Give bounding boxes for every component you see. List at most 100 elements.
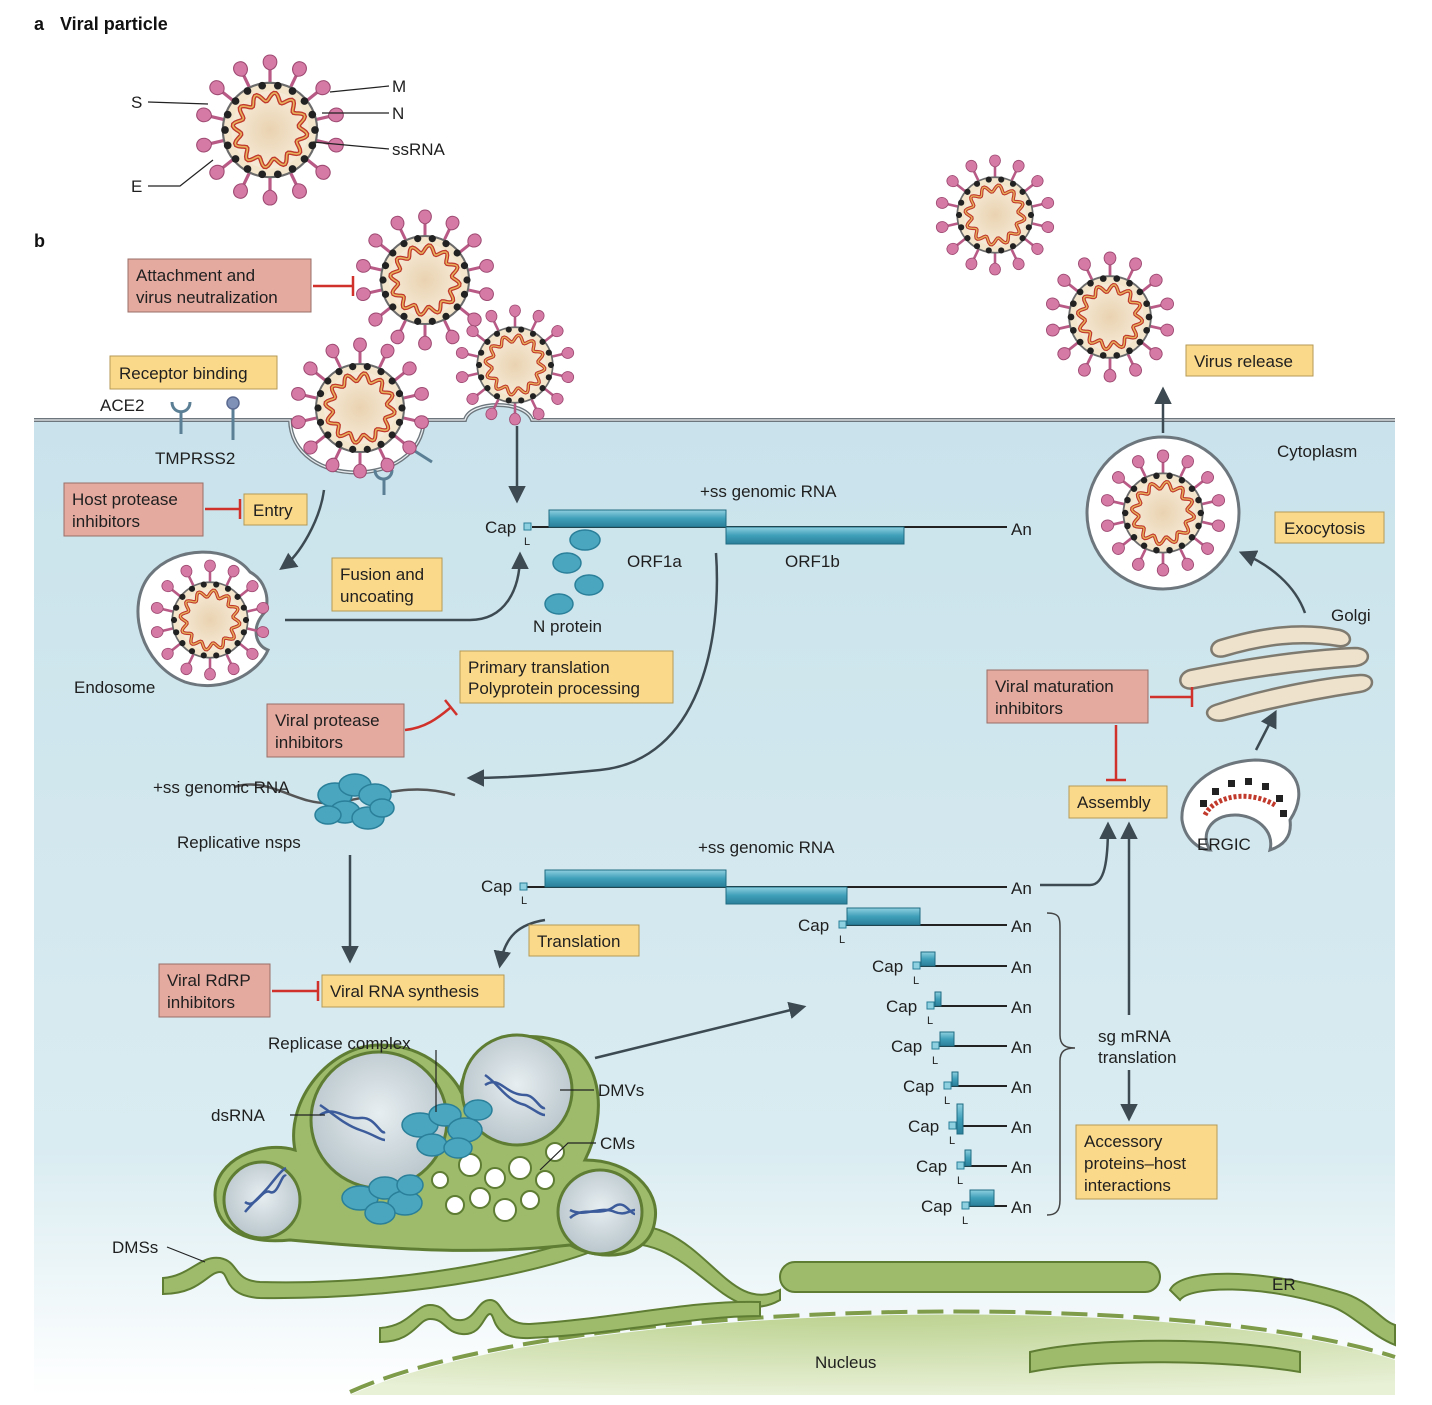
sg-mrna-l-label: L [913, 975, 919, 987]
sg-mrna-leader [838, 920, 847, 929]
label-orf1a: ORF1a [627, 552, 682, 571]
exocytosis-text: Exocytosis [1284, 519, 1365, 538]
nucleus [350, 1314, 1395, 1395]
sg-mrna-leader [931, 1041, 940, 1050]
sg-mrna-l-label: L [962, 1215, 968, 1227]
sg-mrna-l-label: L [944, 1095, 950, 1107]
accessory-line2: proteins–host [1084, 1154, 1186, 1173]
entry-text: Entry [253, 501, 293, 520]
sg-mrna-l-label: L [932, 1055, 938, 1067]
sg-mrna-orf [934, 991, 942, 1007]
label-ssrna: ssRNA [392, 140, 446, 159]
sg-mrna-bracket [1046, 912, 1076, 1216]
sg-mrna-an-label: An [1011, 1198, 1032, 1217]
label-replicative-nsps: Replicative nsps [177, 833, 301, 852]
label-s: S [131, 93, 142, 112]
step-box-primary-translation: Primary translation Polyprotein processi… [459, 650, 674, 704]
dmv-leader-lines [166, 1050, 596, 1263]
sg-mrna-cap-label: Cap [891, 1037, 922, 1056]
viral-protease-line2: inhibitors [275, 733, 343, 752]
label-replicase-complex: Replicase complex [268, 1034, 411, 1053]
maturation-line2: inhibitors [995, 699, 1063, 718]
label-n: N [392, 104, 404, 123]
label-e: E [131, 177, 142, 196]
panel-a-leader-lines [147, 85, 390, 187]
label-endosome: Endosome [74, 678, 155, 697]
ergic [1180, 758, 1301, 853]
assembly-text: Assembly [1077, 793, 1151, 812]
step-box-viral-rna-synthesis: Viral RNA synthesis [321, 974, 505, 1008]
viral-protease-line1: Viral protease [275, 711, 380, 730]
subgenomic-mrnas: CapLAnCapLAnCapLAnCapLAnCapLAnCapLAnCapL… [798, 907, 1032, 1227]
translation-text: Translation [537, 932, 620, 951]
sg-mrna-leader [943, 1081, 952, 1090]
sg-mrna-l-label: L [949, 1135, 955, 1147]
receptor-binding-text: Receptor binding [119, 364, 248, 383]
label-l-top: L [524, 536, 530, 548]
convoluted-membranes [431, 1142, 565, 1222]
step-box-fusion: Fusion and uncoating [331, 557, 443, 612]
attachment-line1: Attachment and [136, 266, 255, 285]
sg-mrna-cap-label: Cap [908, 1117, 939, 1136]
rdrp-line2: inhibitors [167, 993, 235, 1012]
panel-a-letter: a [34, 14, 45, 34]
ace2-receptor-bound [373, 469, 394, 495]
fusion-line1: Fusion and [340, 565, 424, 584]
label-tmprss2: TMPRSS2 [155, 449, 235, 468]
genomic-rna-top [523, 509, 1007, 545]
label-dmvs: DMVs [598, 1081, 644, 1100]
sg-mrna-cap-label: Cap [903, 1077, 934, 1096]
fusion-line2: uncoating [340, 587, 414, 606]
label-cytoplasm: Cytoplasm [1277, 442, 1357, 461]
sg-mrna-l-label: L [957, 1175, 963, 1187]
sg-mrna-l-label: L [839, 934, 845, 946]
label-genomic-rna-middle: +ss genomic RNA [698, 838, 835, 857]
label-cms: CMs [600, 1134, 635, 1153]
sg-mrna-cap-label: Cap [921, 1197, 952, 1216]
step-box-entry: Entry [243, 493, 308, 526]
inhibition-lines [205, 276, 1194, 1001]
sg-mrna-an-label: An [1011, 917, 1032, 936]
panel-a-title: Viral particle [60, 14, 168, 34]
label-genomic-rna-top: +ss genomic RNA [700, 482, 837, 501]
inhibitor-box-viral-protease: Viral protease inhibitors [266, 703, 405, 758]
sg-mrna-cap-label: Cap [886, 997, 917, 1016]
sg-mrna-leader [926, 1001, 935, 1010]
sg-mrna-leader [956, 1161, 965, 1170]
sg-mrna-orf [964, 1149, 972, 1167]
label-n-protein: N protein [533, 617, 602, 636]
sg-mrna-cap-label: Cap [872, 957, 903, 976]
replicase-complex-blobs [341, 1099, 493, 1225]
label-golgi: Golgi [1331, 606, 1371, 625]
label-genomic-rna-nsps: +ss genomic RNA [153, 778, 290, 797]
dmv-complex [213, 1033, 658, 1257]
label-ace2: ACE2 [100, 396, 144, 415]
sg-mrna-an-label: An [1011, 1158, 1032, 1177]
sg-mrna-cap-label: Cap [916, 1157, 947, 1176]
er-network [162, 1224, 1396, 1374]
label-dsrna: dsRNA [211, 1106, 266, 1125]
sg-mrna-an-label: An [1011, 958, 1032, 977]
label-sg-mrna: sg mRNA [1098, 1027, 1171, 1046]
label-an-middle: An [1011, 879, 1032, 898]
virus-release-text: Virus release [1194, 352, 1293, 371]
label-nucleus: Nucleus [815, 1353, 876, 1372]
sg-mrna-orf [920, 951, 936, 967]
host-protease-line2: inhibitors [72, 512, 140, 531]
step-box-assembly: Assembly [1068, 785, 1168, 819]
label-an-top: An [1011, 520, 1032, 539]
released-virus-1-icon [933, 153, 1057, 277]
ace2-receptor [170, 401, 192, 434]
viral-rna-synthesis-text: Viral RNA synthesis [330, 982, 479, 1001]
accessory-line1: Accessory [1084, 1132, 1163, 1151]
inhibitor-box-rdrp: Viral RdRP inhibitors [158, 963, 271, 1018]
released-virus-2-icon [1043, 250, 1177, 384]
label-l-middle: L [521, 895, 527, 907]
sg-mrna-leader [912, 961, 921, 970]
step-box-translation: Translation [528, 924, 640, 957]
sg-mrna-an-label: An [1011, 998, 1032, 1017]
n-protein-icon [544, 529, 604, 615]
step-box-accessory: Accessory proteins–host interactions [1075, 1124, 1218, 1200]
label-cap-middle: Cap [481, 877, 512, 896]
